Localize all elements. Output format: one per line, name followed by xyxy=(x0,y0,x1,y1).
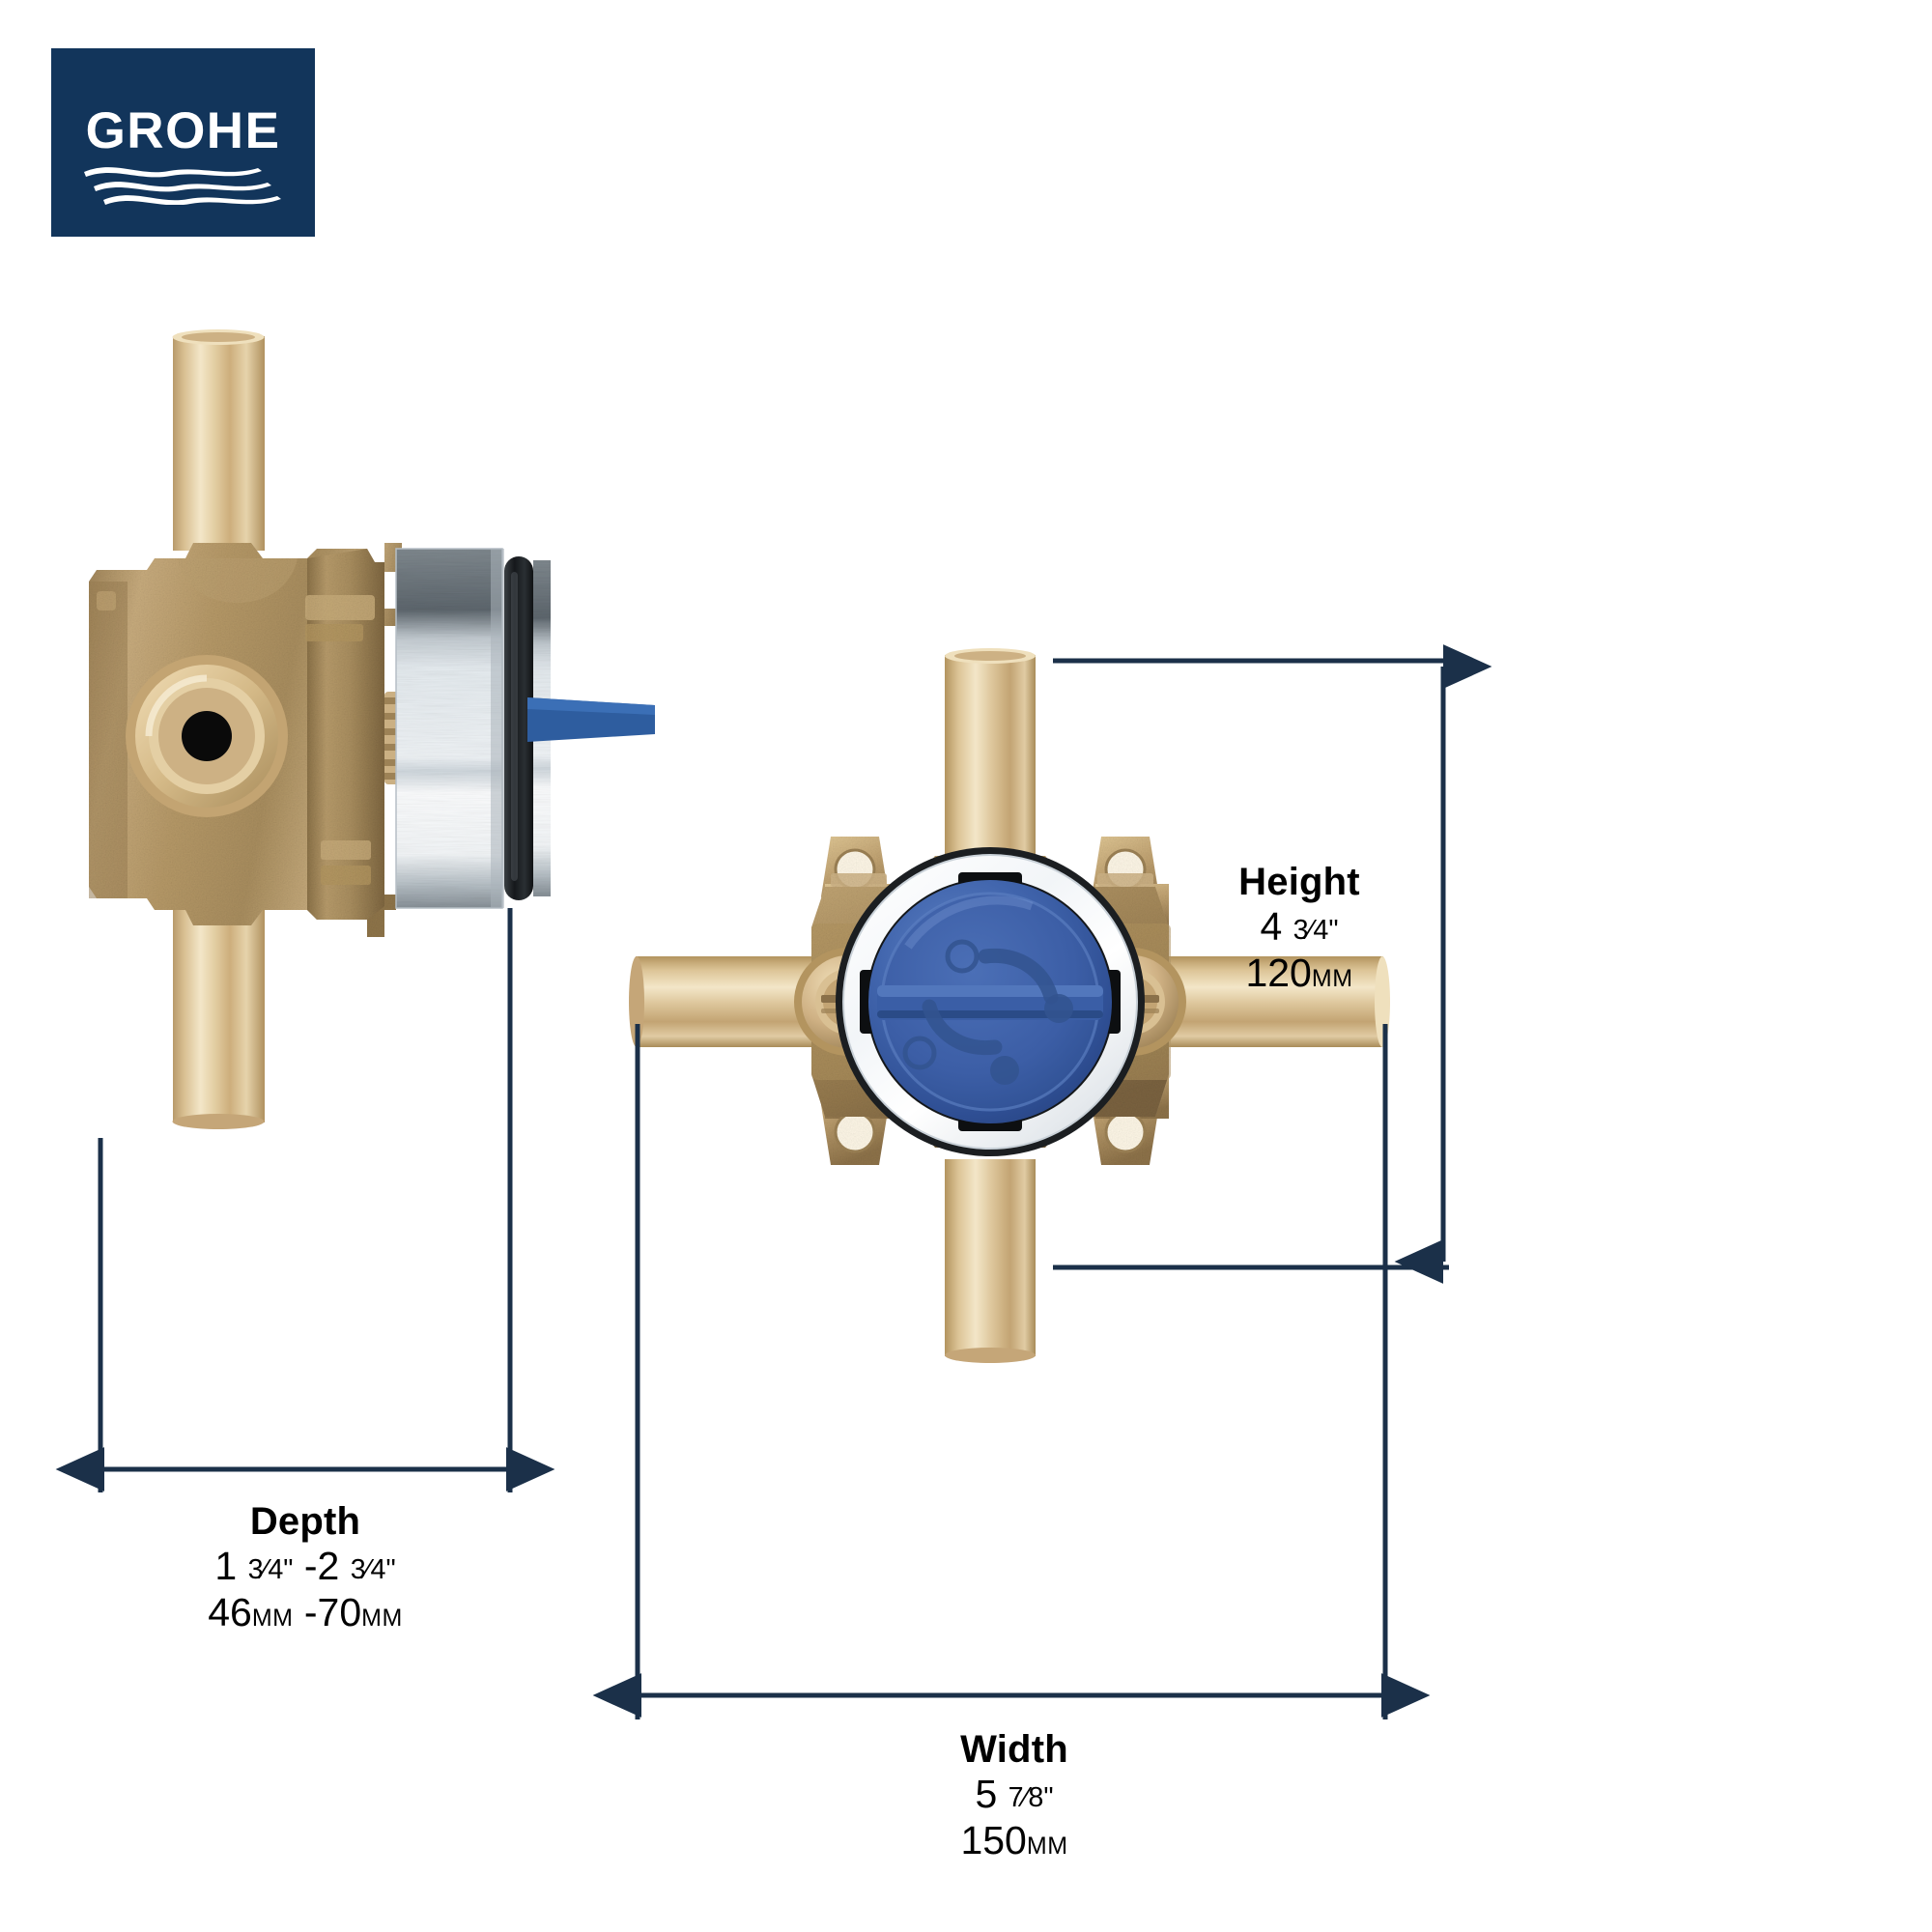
width-dimension-text: Width 5 7⁄8" 150MM xyxy=(840,1727,1188,1863)
depth-imperial-value: 1 3⁄4" -2 3⁄4" xyxy=(214,1544,396,1589)
depth-dimension-text: Depth 1 3⁄4" -2 3⁄4" 46MM -70MM xyxy=(131,1499,479,1635)
width-imperial-value: 5 7⁄8" xyxy=(975,1772,1054,1817)
height-label: Height xyxy=(1238,861,1360,903)
blue-plaster-guard-tab xyxy=(527,697,655,742)
bottom-outlet-pipe xyxy=(172,908,265,1129)
top-inlet-pipe xyxy=(172,329,265,551)
height-metric-value: 120MM xyxy=(1245,950,1353,995)
grohe-logo: GROHE xyxy=(51,48,315,237)
brand-wordmark: GROHE xyxy=(85,102,281,159)
height-dimension-text: Height 4 3⁄4" 120MM xyxy=(1169,860,1430,996)
blue-cartridge-cap xyxy=(868,880,1112,1123)
o-ring xyxy=(504,556,533,900)
steel-sleeve xyxy=(395,548,504,909)
depth-label: Depth xyxy=(249,1500,361,1543)
bottom-pipe xyxy=(945,1159,1036,1363)
depth-metric-value: 46MM -70MM xyxy=(208,1589,403,1634)
height-imperial-value: 4 3⁄4" xyxy=(1260,904,1339,950)
port-opening xyxy=(126,655,288,817)
valve-side-view-figure xyxy=(77,319,696,1169)
valve-front-view-figure xyxy=(629,638,1565,1372)
width-metric-value: 150MM xyxy=(960,1817,1068,1862)
grohe-waves-icon xyxy=(83,167,281,205)
top-pipe xyxy=(945,648,1036,854)
width-label: Width xyxy=(960,1728,1068,1771)
